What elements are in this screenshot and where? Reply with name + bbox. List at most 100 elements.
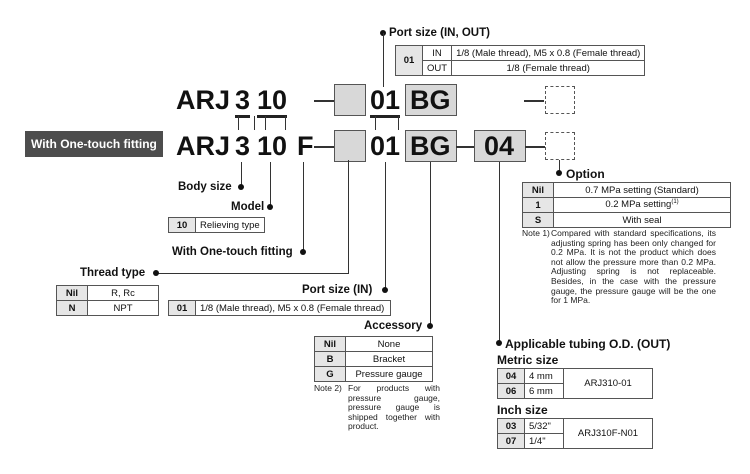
tubing-inch-size-07: 1/4" xyxy=(524,433,564,449)
row2-series: ARJ xyxy=(176,131,231,161)
onetouch-title: With One-touch fitting xyxy=(172,246,293,258)
accessory-note-label: Note 2) xyxy=(314,383,342,393)
body-size-title: Body size xyxy=(178,181,232,193)
accessory-desc-g: Pressure gauge xyxy=(345,366,433,382)
row2-option-box xyxy=(545,132,575,160)
tubing-title: Applicable tubing O.D. (OUT) xyxy=(505,337,671,351)
option-note: Compared with standard specifications, i… xyxy=(551,228,716,306)
row1-dash-2 xyxy=(524,100,544,102)
port-top-code: 01 xyxy=(395,45,423,76)
tubing-metric-size-04: 4 mm xyxy=(524,368,564,384)
tubing-metric-model: ARJ310-01 xyxy=(563,368,653,399)
body-link xyxy=(238,116,239,130)
accessory-code-b: B xyxy=(314,351,346,367)
thread-leader-h xyxy=(156,273,349,274)
row1-dash xyxy=(314,100,334,102)
option-desc-1: 0.2 MPa setting(1) xyxy=(553,197,731,213)
tubing-inch-code-03: 03 xyxy=(497,418,525,434)
tubing-inch-table: 03 5/32" ARJ310F-N01 07 1/4" xyxy=(497,418,653,449)
model-desc: Relieving type xyxy=(195,217,265,233)
body-link-2 xyxy=(254,116,255,130)
tubing-metric-title: Metric size xyxy=(497,353,559,367)
row2-port: 01 xyxy=(370,131,401,161)
port-in-leader xyxy=(385,162,386,290)
tubing-inch-title: Inch size xyxy=(497,403,548,417)
row2-tubing: 04 xyxy=(484,131,515,161)
thread-title: Thread type xyxy=(80,267,146,279)
thread-desc-nil: R, Rc xyxy=(87,285,159,301)
port-link xyxy=(375,116,376,130)
model-table: 10 Relieving type xyxy=(168,217,265,233)
tubing-inch-size-03: 5/32" xyxy=(524,418,564,434)
thread-code-nil: Nil xyxy=(56,285,88,301)
thread-desc-n: NPT xyxy=(87,300,159,316)
option-note-label: Note 1) xyxy=(522,228,550,238)
row1-port: 01 xyxy=(370,87,401,118)
option-table: Nil 0.7 MPa setting (Standard) 1 0.2 MPa… xyxy=(522,182,731,228)
row2-dash xyxy=(314,146,334,148)
row2-tubing-box xyxy=(474,130,526,162)
tubing-inch-model: ARJ310F-N01 xyxy=(563,418,653,449)
port-in-code: 01 xyxy=(168,300,196,316)
option-leader xyxy=(559,160,560,174)
port-in-title: Port size (IN) xyxy=(302,284,373,296)
row1-option-box xyxy=(545,86,575,114)
tubing-metric-size-06: 6 mm xyxy=(524,383,564,399)
port-in-dot xyxy=(382,287,388,293)
port-link-2 xyxy=(398,116,399,130)
option-dot xyxy=(556,170,562,176)
row1-series: ARJ xyxy=(176,85,231,115)
row1-color: BG xyxy=(410,85,451,115)
accessory-desc-b: Bracket xyxy=(345,351,433,367)
row1-model: 10 xyxy=(257,87,288,118)
tubing-metric-code-04: 04 xyxy=(497,368,525,384)
tubing-metric-code-06: 06 xyxy=(497,383,525,399)
port-top-in-label: IN xyxy=(421,45,453,61)
model-leader xyxy=(270,162,271,206)
tubing-leader xyxy=(499,162,500,343)
thread-dot xyxy=(153,270,159,276)
port-top-title: Port size (IN, OUT) xyxy=(389,27,490,39)
body-size-leader xyxy=(241,162,242,186)
row2-dash-2 xyxy=(456,146,474,148)
port-top-in-desc: 1/8 (Male thread), M5 x 0.8 (Female thre… xyxy=(451,45,646,61)
option-desc-s: With seal xyxy=(553,212,731,228)
row2-model: 10 xyxy=(257,131,288,161)
accessory-table: Nil None B Bracket G Pressure gauge xyxy=(314,336,433,382)
accessory-leader xyxy=(430,162,431,327)
accessory-title: Accessory xyxy=(364,320,423,332)
banner-onetouch: With One-touch fitting xyxy=(25,131,163,157)
accessory-code-g: G xyxy=(314,366,346,382)
tubing-dot xyxy=(496,340,502,346)
model-title: Model xyxy=(231,201,265,213)
row1-blank-box xyxy=(334,84,366,116)
accessory-code-nil: Nil xyxy=(314,336,346,352)
model-link xyxy=(265,116,266,130)
option-code-nil: Nil xyxy=(522,182,554,198)
option-desc-nil: 0.7 MPa setting (Standard) xyxy=(553,182,731,198)
accessory-note: For products with pressure gauge, pressu… xyxy=(348,383,440,432)
option-desc-1-sup: (1) xyxy=(671,199,679,206)
model-dot xyxy=(267,204,273,210)
model-code: 10 xyxy=(168,217,196,233)
port-in-table: 01 1/8 (Male thread), M5 x 0.8 (Female t… xyxy=(168,300,391,316)
tubing-inch-code-07: 07 xyxy=(497,433,525,449)
port-top-leader xyxy=(383,33,384,87)
row2-color-box xyxy=(405,130,457,162)
row2-body: 3 xyxy=(235,131,251,161)
onetouch-leader xyxy=(303,162,304,252)
port-top-out-label: OUT xyxy=(421,60,453,76)
thread-code-n: N xyxy=(56,300,88,316)
thread-leader-v xyxy=(348,160,349,274)
port-top-table: 01 IN 1/8 (Male thread), M5 x 0.8 (Femal… xyxy=(395,45,646,76)
accessory-dot xyxy=(427,323,433,329)
accessory-desc-nil: None xyxy=(345,336,433,352)
body-size-dot xyxy=(238,184,244,190)
row1-color-box xyxy=(405,84,457,116)
option-desc-1-text: 0.2 MPa setting xyxy=(605,199,672,211)
option-code-1: 1 xyxy=(522,197,554,213)
thread-table: Nil R, Rc N NPT xyxy=(56,285,159,316)
port-top-out-desc: 1/8 (Female thread) xyxy=(451,60,646,76)
row2-dash-3 xyxy=(525,146,545,148)
